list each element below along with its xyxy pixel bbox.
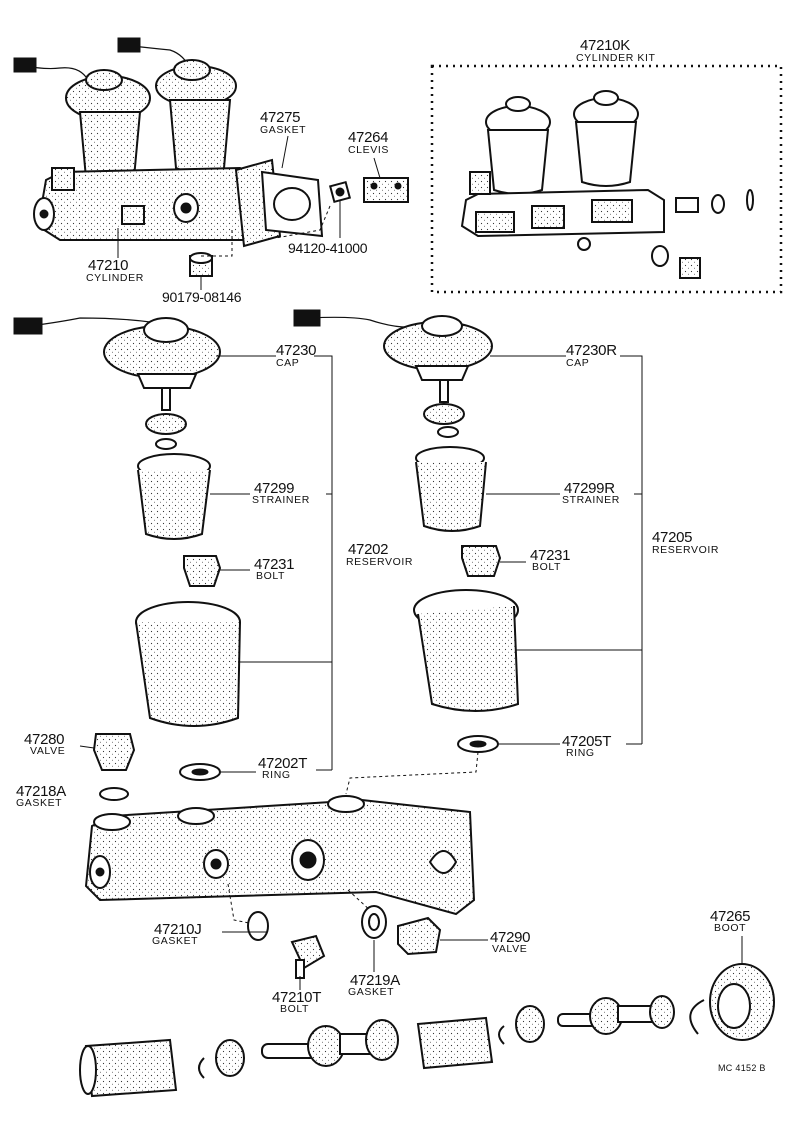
part-number-47210J: 47210J <box>154 921 202 938</box>
nut-94120-illustration <box>328 180 352 204</box>
part-number-47299R: 47299R <box>564 480 615 497</box>
part-name-gasket-47219A: GASKET <box>348 986 395 998</box>
part-name-valve-47290: VALVE <box>492 943 528 955</box>
part-number-47280: 47280 <box>24 731 65 748</box>
part-name-cylinder-kit: CYLINDER KIT <box>576 52 656 64</box>
clevis-47264-illustration <box>363 177 409 203</box>
part-name-bolt-47210T: BOLT <box>280 1003 310 1015</box>
part-number-47264: 47264 <box>348 129 389 146</box>
master-cylinder-body-illustration <box>84 795 476 916</box>
diagram-code: MC 4152 B <box>718 1063 766 1073</box>
cylinder-kit-illustration <box>460 90 754 279</box>
part-number-47275: 47275 <box>260 109 301 126</box>
part-number-47218A: 47218A <box>16 783 66 800</box>
gasket-47275-illustration <box>260 170 324 238</box>
cylinder-kit-box <box>430 64 783 294</box>
part-name-gasket-47275: GASKET <box>260 124 307 136</box>
bolt-90179-illustration <box>189 252 213 277</box>
part-name-ring-47205T: RING <box>566 747 595 759</box>
part-number-90179-08146: 90179-08146 <box>162 289 242 305</box>
part-name-reservoir-47202: RESERVOIR <box>346 556 414 568</box>
lower-small-parts-illustration <box>247 905 442 979</box>
part-number-47230R: 47230R <box>566 342 617 359</box>
part-number-47202: 47202 <box>348 541 389 558</box>
part-number-47210K: 47210K <box>580 37 630 54</box>
part-number-47205T: 47205T <box>562 733 612 750</box>
part-name-valve-47280: VALVE <box>30 745 66 757</box>
part-name-strainer-47299R: STRAINER <box>562 494 620 506</box>
part-name-bolt-47231-right: BOLT <box>532 561 562 573</box>
part-name-gasket-47210J: GASKET <box>152 935 199 947</box>
part-name-gasket-47218A: GASKET <box>16 797 63 809</box>
left-reservoir-illustration <box>13 317 241 801</box>
part-number-47202T: 47202T <box>258 755 308 772</box>
part-number-47205: 47205 <box>652 529 693 546</box>
part-number-47231-left: 47231 <box>254 556 295 573</box>
part-number-47210: 47210 <box>88 257 129 274</box>
part-number-47219A: 47219A <box>350 972 400 989</box>
part-name-ring-47202T: RING <box>262 769 291 781</box>
part-name-boot: BOOT <box>714 922 747 934</box>
part-number-47265: 47265 <box>710 908 751 925</box>
part-number-47290: 47290 <box>490 929 531 946</box>
part-name-cylinder: CYLINDER <box>86 272 144 284</box>
part-number-47231-right: 47231 <box>530 547 571 564</box>
part-name-clevis: CLEVIS <box>348 144 389 156</box>
part-number-47299: 47299 <box>254 480 295 497</box>
part-name-bolt-47231-left: BOLT <box>256 570 286 582</box>
part-number-47210T: 47210T <box>272 989 322 1006</box>
part-name-strainer-47299: STRAINER <box>252 494 310 506</box>
part-number-94120-41000: 94120-41000 <box>288 240 368 256</box>
part-name-reservoir-47205: RESERVOIR <box>652 544 720 556</box>
part-name-cap-47230: CAP <box>276 357 300 369</box>
cylinder-assembly-illustration <box>13 37 282 248</box>
part-number-47230: 47230 <box>276 342 317 359</box>
part-name-cap-47230R: CAP <box>566 357 590 369</box>
right-reservoir-illustration <box>293 309 520 753</box>
leader-lines <box>79 135 743 990</box>
piston-row-illustration <box>79 963 775 1098</box>
